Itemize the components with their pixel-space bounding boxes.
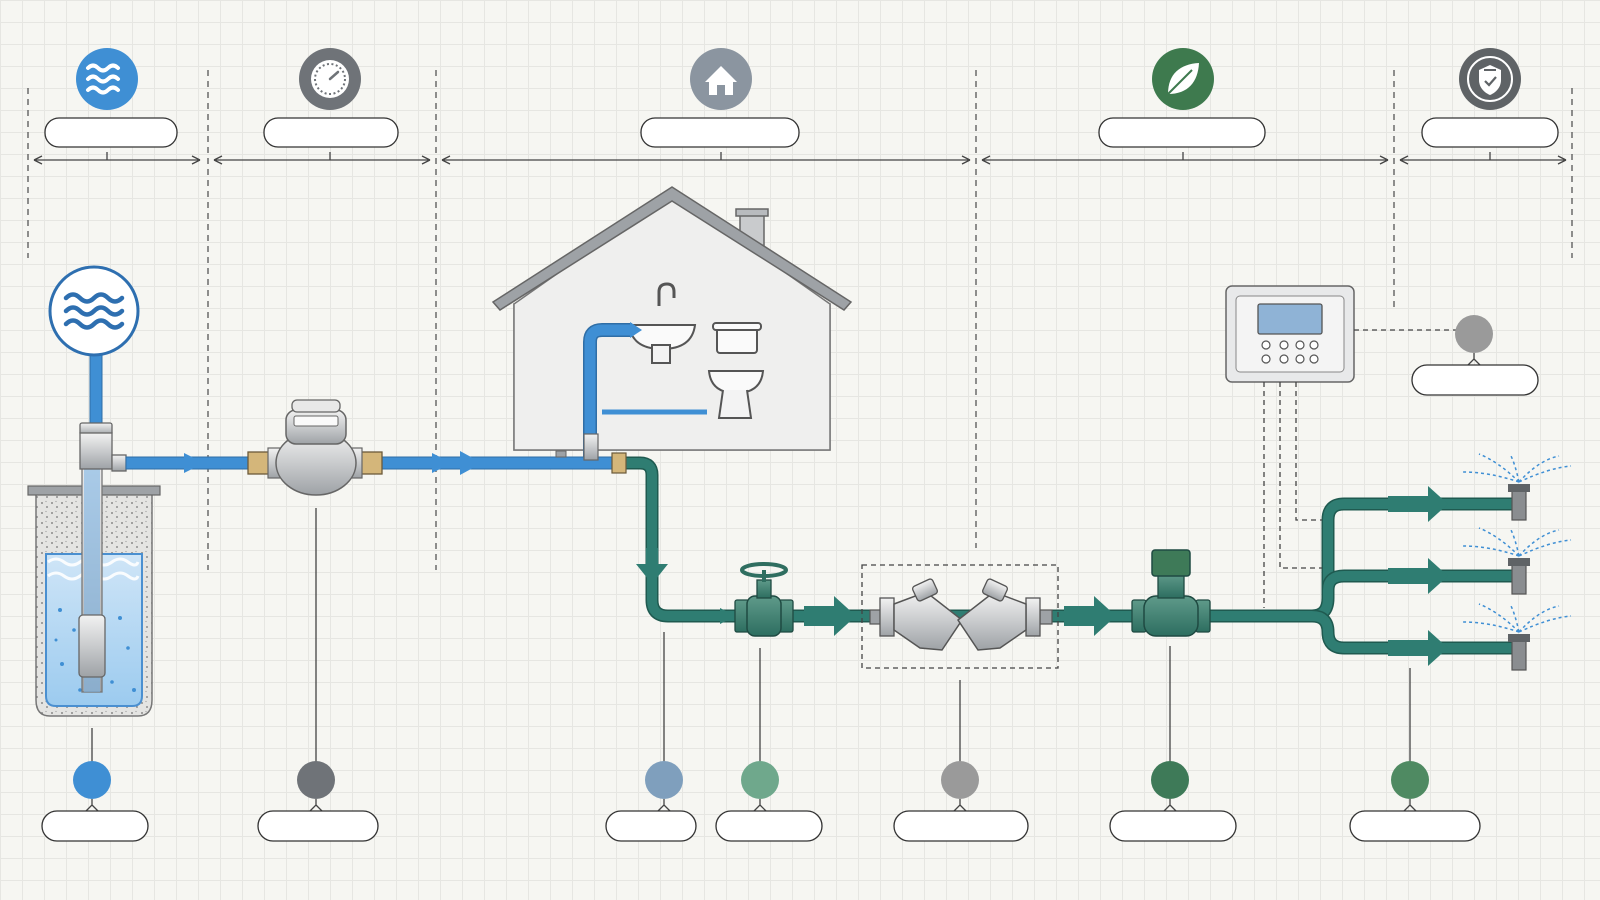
header-label-box (1098, 117, 1266, 148)
header-section-source (33, 48, 201, 165)
callout-gate-valve (715, 761, 823, 842)
sink-icon (627, 282, 697, 364)
toilet-icon (707, 322, 765, 419)
sprinkler-head (1462, 603, 1572, 671)
header-section-meter (213, 48, 431, 165)
sprinkler-head (1462, 527, 1572, 595)
backflow-preventer (861, 564, 1059, 669)
header-section-house (441, 48, 971, 165)
header-label-box (1421, 117, 1559, 148)
callout-sprinkler-heads (1349, 761, 1481, 842)
solenoid-valve (1131, 549, 1211, 637)
header-label-box (44, 117, 178, 148)
irrigation-pipe (614, 456, 1518, 655)
span-bracket (981, 152, 1389, 165)
header-label-box (640, 117, 800, 148)
span-bracket (1399, 152, 1567, 165)
callout-irrigation-tee (605, 761, 697, 842)
callout-backflow-preventer (893, 761, 1029, 842)
callout-well-source (41, 761, 149, 842)
span-bracket (213, 152, 431, 165)
header-section-protection (1399, 48, 1567, 165)
header-label-box (263, 117, 399, 148)
flow-arrow (636, 486, 1448, 666)
span-bracket (441, 152, 971, 165)
callout-water-meter (257, 761, 379, 842)
header-section-irrigation (981, 48, 1389, 165)
well (27, 439, 161, 717)
control-wires (1263, 382, 1322, 608)
zone-dividers (27, 70, 1573, 570)
span-bracket (33, 152, 201, 165)
water-meter (247, 399, 383, 496)
irrigation-controller (1225, 285, 1464, 383)
sprinkler-head (1462, 453, 1572, 521)
callout-irrigation-controller (1411, 315, 1539, 396)
water-source-badge (48, 265, 140, 357)
supply-pipe (125, 322, 707, 470)
callout-leaders (91, 508, 1411, 762)
callout-solenoid-valve (1109, 761, 1237, 842)
flow-arrow (152, 451, 482, 475)
gate-valve (734, 562, 794, 637)
